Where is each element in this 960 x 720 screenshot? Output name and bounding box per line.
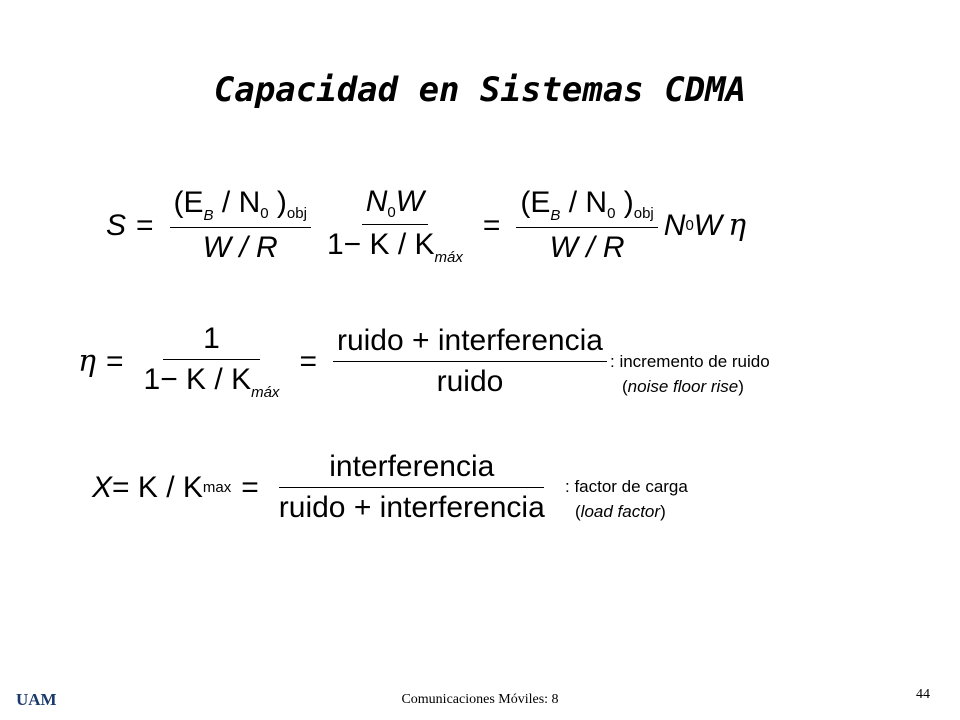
noise-rise-note-line2: (noise floor rise): [610, 374, 770, 399]
eq2-f2-den: ruido: [436, 365, 504, 398]
load-factor-note-line2: (load factor): [565, 499, 688, 524]
slide-title: Capacidad en Sistemas CDMA: [213, 70, 747, 110]
eq1-equals: =: [136, 208, 154, 242]
eq2-equals: =: [105, 344, 124, 378]
page-number: 44: [916, 687, 930, 702]
eq1-f1-num-sub-b: B: [203, 207, 214, 224]
eq3-equals: =: [241, 470, 259, 504]
eq1-f2-den-sub: máx: [434, 249, 463, 266]
eq1-fraction-3: (EB / N0 )obj W / R: [516, 186, 658, 265]
eq1-f3-num-a: (E: [520, 186, 551, 219]
eq1-f1-den: W / R: [202, 231, 278, 264]
eq1-f3-num-sub-0: 0: [607, 205, 616, 222]
eq2-fraction-2: ruido + interferencia ruido: [332, 324, 607, 399]
eq3-lhs: X: [92, 470, 113, 504]
svg-text:UAM: UAM: [16, 690, 56, 708]
eq1-tail-n: N: [663, 208, 686, 242]
paren-open: (: [575, 502, 581, 521]
paren-close: ): [660, 502, 666, 521]
load-factor-text: load factor: [580, 502, 661, 521]
eq1-tail-sub: 0: [685, 217, 694, 234]
equation-noise-rise: η = 1 1− K / Kmáx = ruido + interferenci…: [78, 322, 613, 401]
noise-rise-note-line1: : incremento de ruido: [610, 352, 770, 371]
paren-close: ): [738, 377, 744, 396]
eq1-f2-den: 1− K / K: [326, 228, 435, 261]
eq1-f1-num-a: (E: [173, 186, 204, 219]
uam-logo: UAM: [16, 690, 57, 713]
eq1-equals-2: =: [482, 208, 501, 242]
eq3-sub: max: [202, 479, 232, 496]
footer-text: Comunicaciones Móviles: 8: [401, 692, 559, 707]
eq3-f-num: interferencia: [279, 450, 545, 488]
eq2-f1-den-sub: máx: [251, 384, 280, 401]
eq2-f1-den: 1− K / K: [143, 363, 252, 396]
eq1-tail-w: W: [693, 208, 723, 242]
eq1-f3-den: W / R: [549, 231, 625, 264]
eq3-mid: = K / K: [112, 470, 203, 504]
noise-floor-rise-text: noise floor rise: [627, 377, 739, 396]
eq2-f1-num: 1: [163, 322, 260, 360]
paren-open: (: [622, 377, 628, 396]
eq3-fraction: interferencia ruido + interferencia: [275, 450, 549, 525]
eq2-fraction-1: 1 1− K / Kmáx: [140, 322, 284, 401]
eq1-f1-num-sub-obj: obj: [286, 205, 307, 222]
eq2-f2-num: ruido + interferencia: [332, 324, 607, 362]
eq1-f3-num-sub-b: B: [550, 207, 561, 224]
uam-logo-icon: UAM: [16, 690, 57, 709]
eq1-f3-num-close: ): [615, 186, 634, 219]
eq2-lhs: η: [78, 344, 96, 379]
eq1-lhs: S: [106, 208, 127, 242]
eq1-eta: η: [728, 208, 747, 243]
eq1-f1-num-sub-0: 0: [260, 205, 269, 222]
eq1-f3-num-mid: / N: [560, 186, 608, 219]
eq1-fraction-1: (EB / N0 )obj W / R: [169, 186, 311, 265]
eq1-f2-num: N: [365, 185, 388, 218]
load-factor-note-line1: : factor de carga: [565, 477, 688, 496]
eq3-f-den: ruido + interferencia: [278, 491, 545, 524]
eq1-f1-num-close: ): [268, 186, 287, 219]
load-factor-note: : factor de carga (load factor): [565, 474, 688, 524]
eq1-f2-num-tail: W: [395, 185, 425, 218]
eq1-fraction-2: N0W 1− K / Kmáx: [323, 185, 467, 266]
equation-capacity: S = (EB / N0 )obj W / R N0W 1− K / Kmáx …: [106, 185, 746, 266]
eq1-f3-num-sub-obj: obj: [633, 205, 654, 222]
eq1-f2-num-sub: 0: [387, 204, 396, 221]
eq2-equals-2: =: [299, 344, 317, 378]
noise-rise-note: : incremento de ruido (noise floor rise): [610, 349, 770, 399]
eq1-f1-num-mid: / N: [213, 186, 261, 219]
